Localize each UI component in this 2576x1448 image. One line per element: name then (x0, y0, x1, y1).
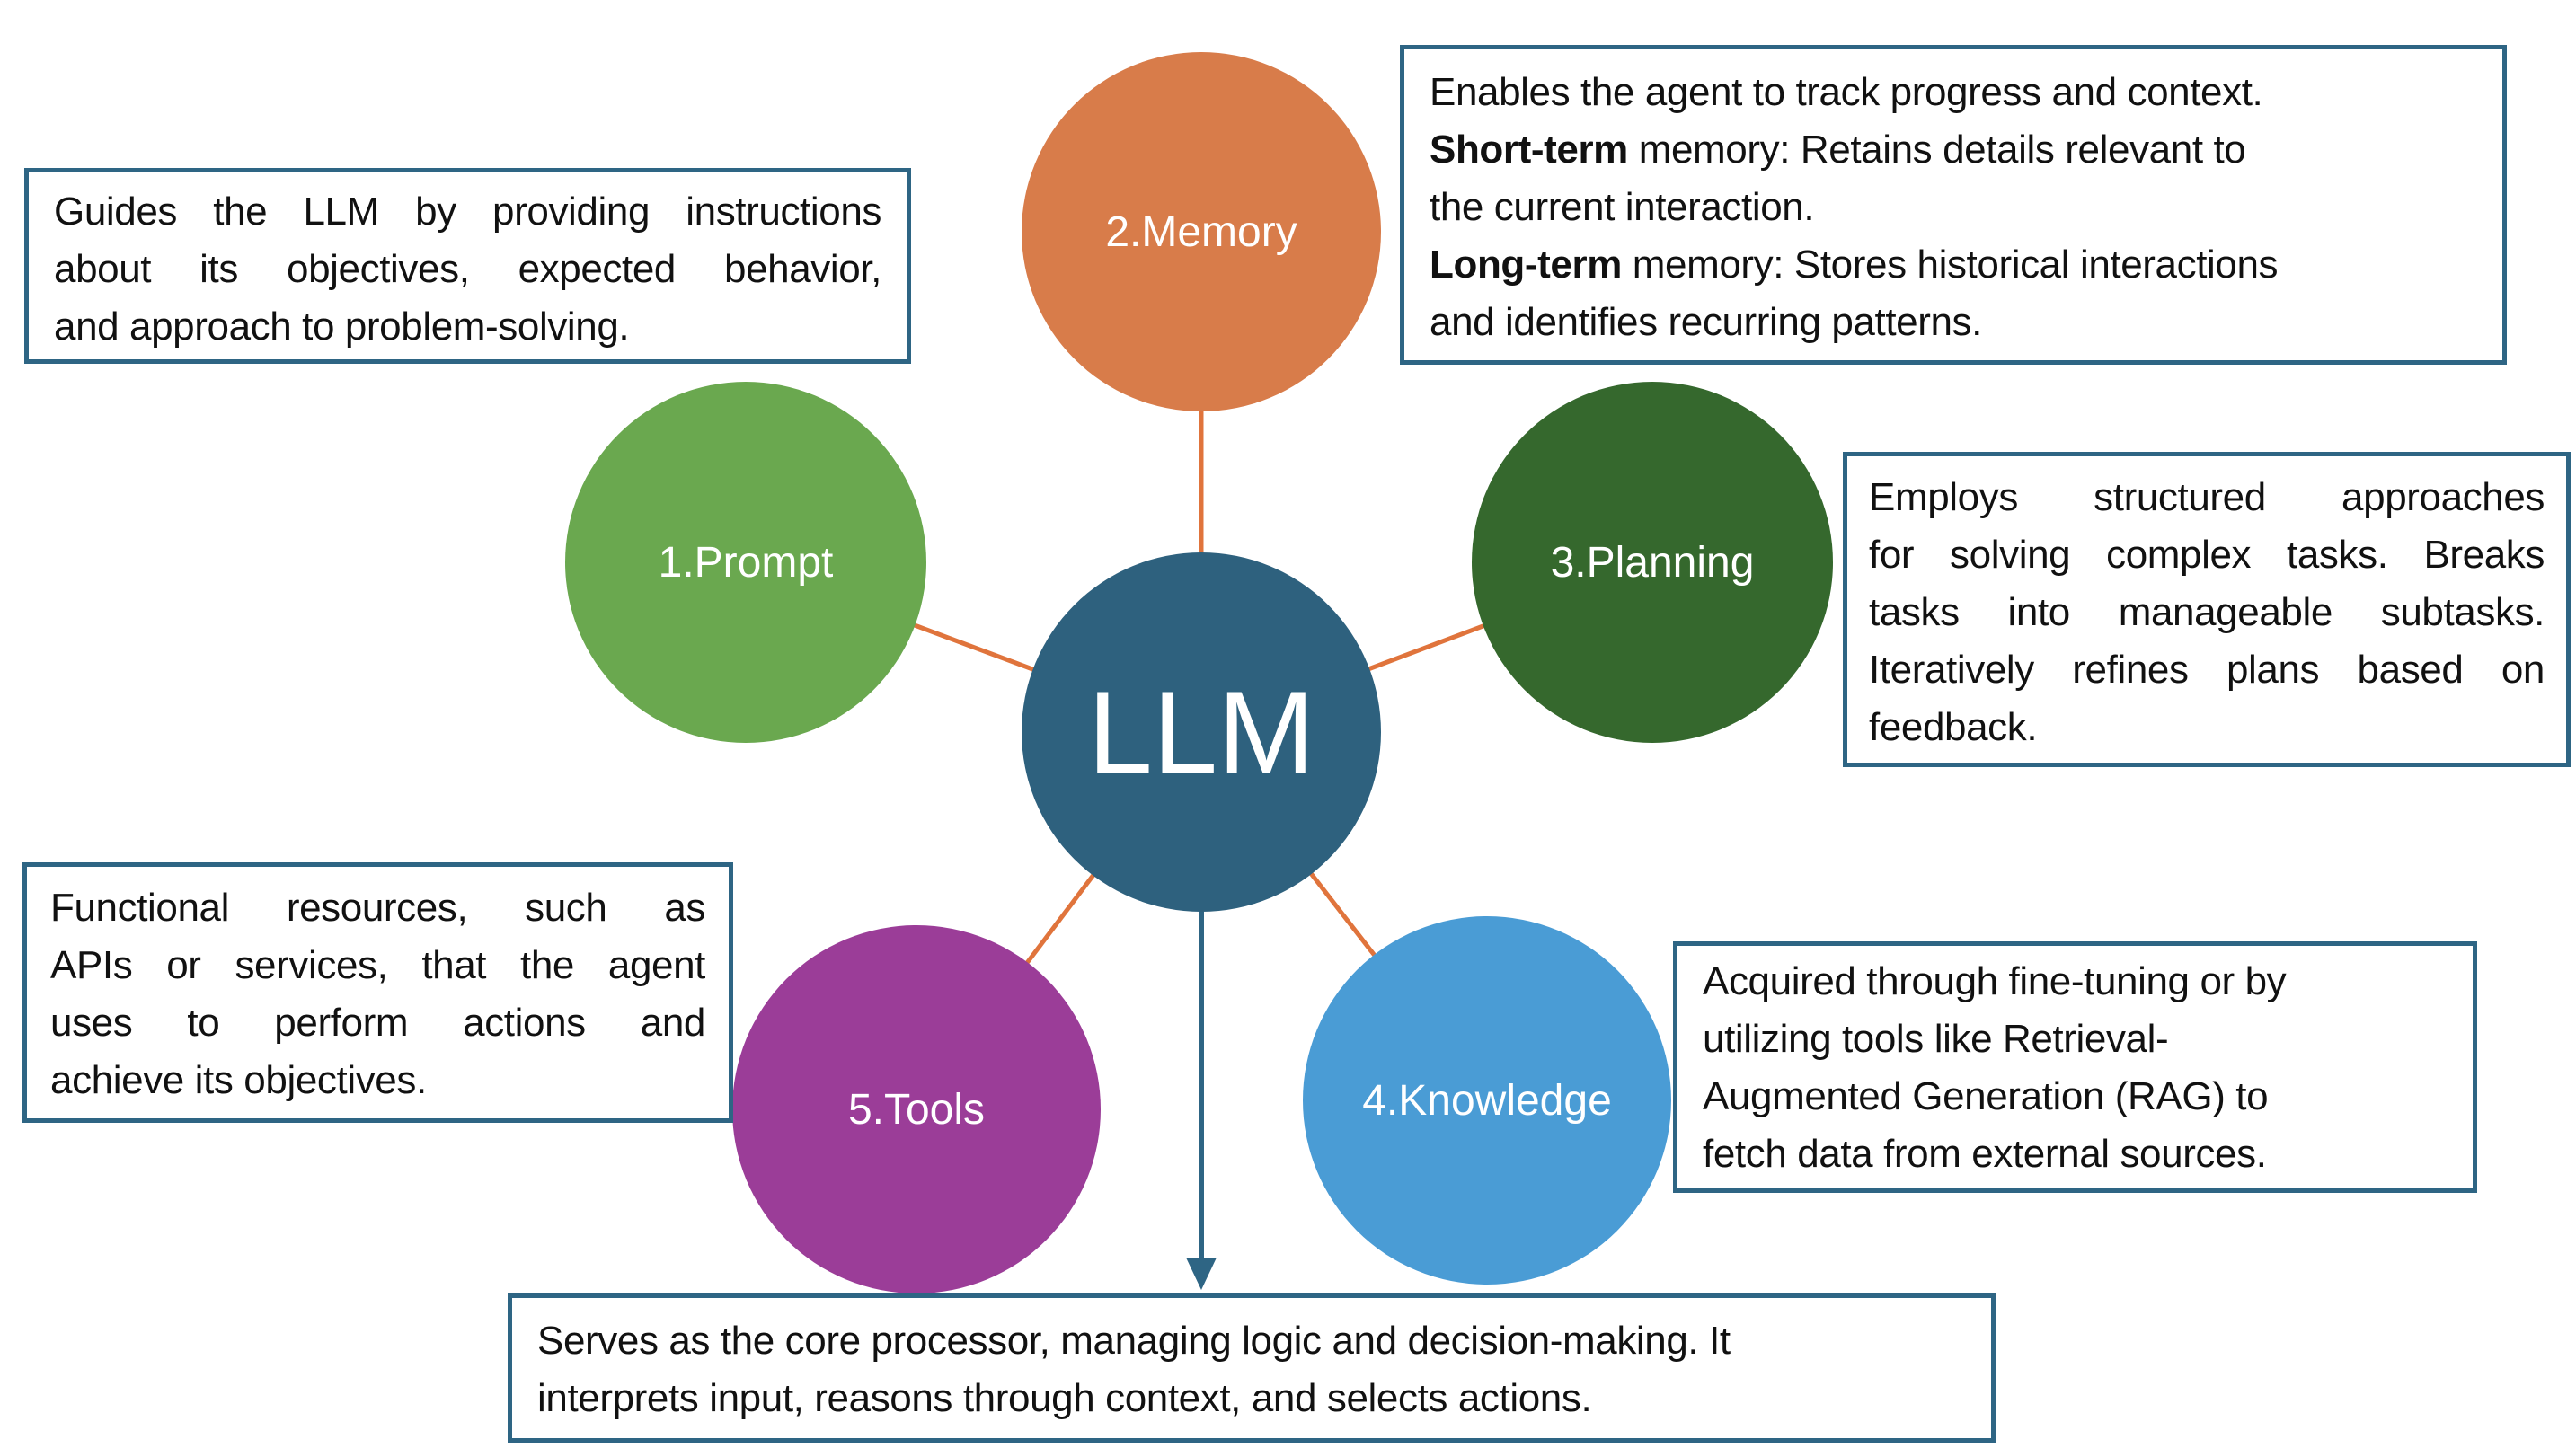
tools-circle-label: 5.Tools (847, 1085, 986, 1134)
memory-note-box: Enables the agent to track progress and … (1400, 45, 2507, 365)
planning-circle: 3.Planning (1472, 382, 1833, 743)
llm-note-box: Serves as the core processor, managing l… (508, 1293, 1996, 1443)
tools-circle: 5.Tools (732, 925, 1101, 1293)
note-line: utilizing tools like Retrieval- (1703, 1017, 2169, 1061)
llm-circle: LLM (1022, 552, 1381, 912)
note-line: and identifies recurring patterns. (1430, 300, 1982, 344)
knowledge-circle: 4.Knowledge (1303, 916, 1671, 1285)
note-line: Iteratively refines plans based on (1869, 648, 2545, 692)
note-line: Augmented Generation (RAG) to (1703, 1074, 2269, 1118)
knowledge-circle-label: 4.Knowledge (1362, 1076, 1612, 1125)
note-line: about its objectives, expected behavior, (54, 247, 881, 291)
knowledge-note-box: Acquired through fine-tuning or by utiliz… (1673, 941, 2477, 1193)
llm-down-arrow-head (1186, 1258, 1217, 1290)
note-line: Short-term memory: Retains details relev… (1430, 128, 2246, 172)
memory-circle-label: 2.Memory (1105, 207, 1297, 256)
note-line: achieve its objectives. (50, 1058, 427, 1102)
note-line: tasks into manageable subtasks. (1869, 590, 2545, 634)
note-line: Employs structured approaches (1869, 475, 2545, 519)
note-line: the current interaction. (1430, 185, 1815, 229)
note-line: Serves as the core processor, managing l… (537, 1319, 1731, 1363)
planning-note-box: Employs structured approaches for solving… (1843, 452, 2571, 767)
note-line: interprets input, reasons through contex… (537, 1376, 1592, 1420)
tools-note-box: Functional resources, such as APIs or ser… (22, 862, 733, 1123)
note-line: Enables the agent to track progress and … (1430, 70, 2263, 114)
prompt-circle-label: 1.Prompt (658, 538, 834, 587)
note-line: uses to perform actions and (50, 1001, 705, 1045)
note-line: APIs or services, that the agent (50, 943, 705, 987)
note-line: Guides the LLM by providing instructions (54, 190, 881, 234)
llm-circle-label: LLM (1087, 667, 1315, 798)
note-line: Acquired through fine-tuning or by (1703, 959, 2287, 1003)
note-line: and approach to problem-solving. (54, 305, 630, 349)
note-line: Long-term memory: Stores historical inte… (1430, 243, 2279, 287)
note-line: for solving complex tasks. Breaks (1869, 533, 2545, 577)
note-line: fetch data from external sources. (1703, 1132, 2267, 1176)
prompt-circle: 1.Prompt (565, 382, 926, 743)
note-line: feedback. (1869, 705, 2038, 749)
note-line: Functional resources, such as (50, 886, 705, 930)
memory-circle: 2.Memory (1022, 52, 1381, 411)
planning-circle-label: 3.Planning (1550, 538, 1755, 587)
prompt-note-box: Guides the LLM by providing instructions… (24, 168, 911, 364)
